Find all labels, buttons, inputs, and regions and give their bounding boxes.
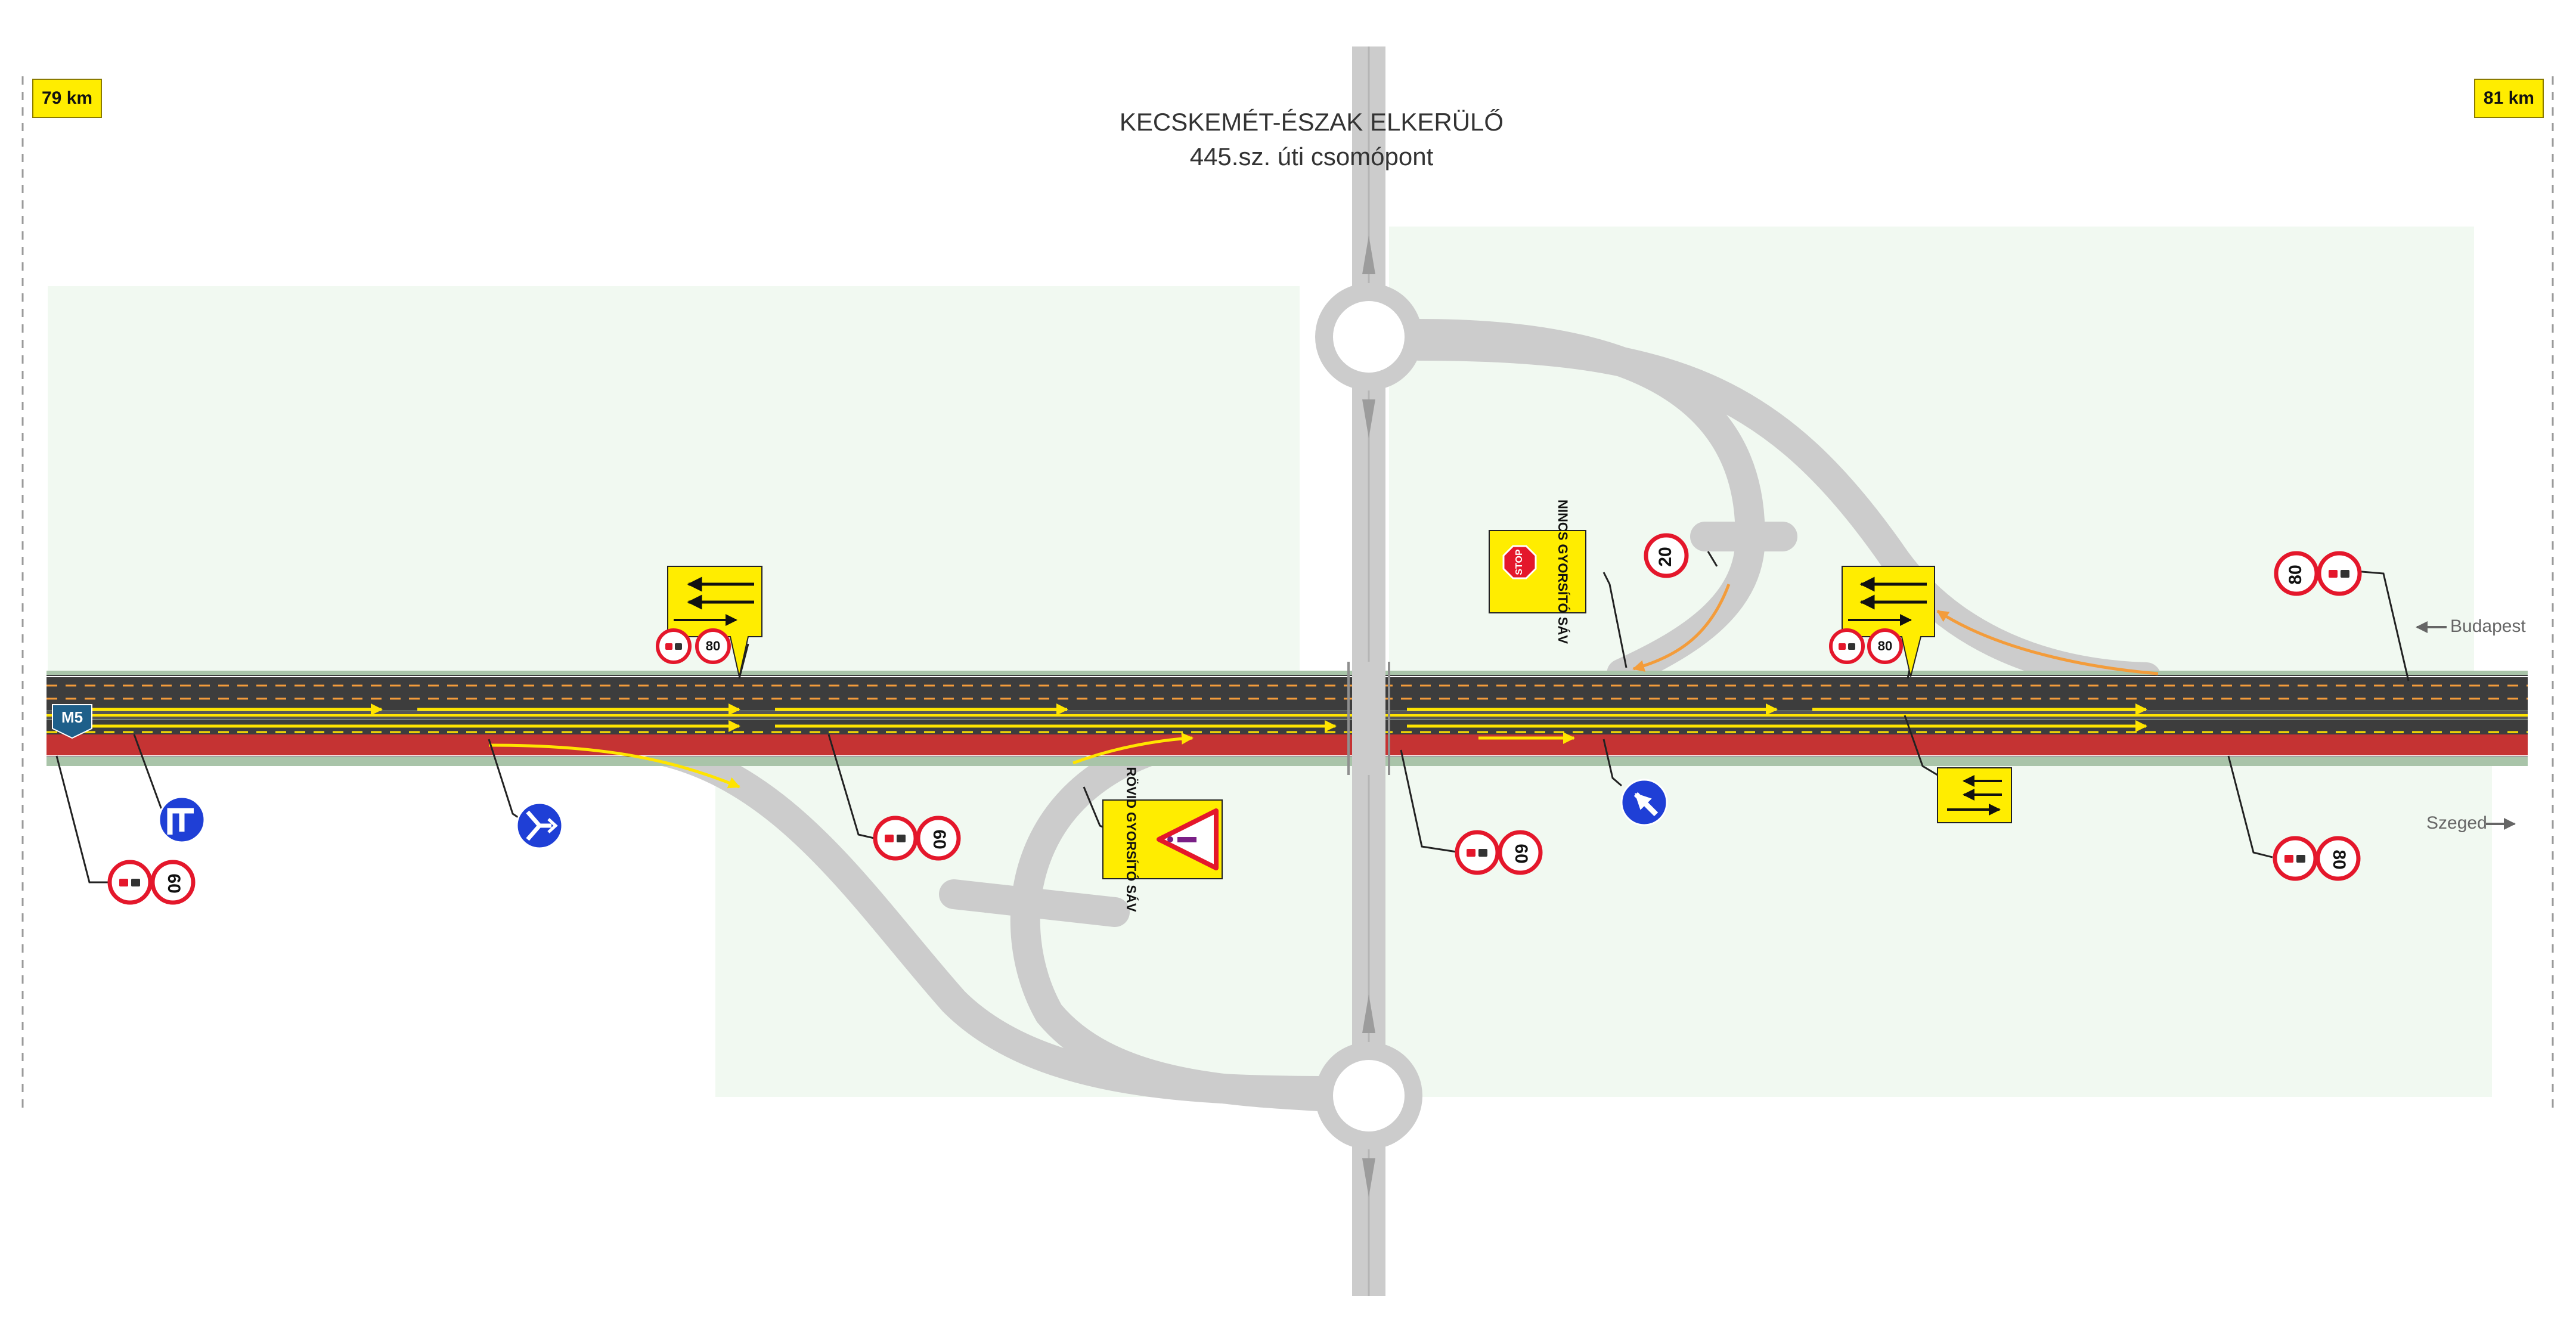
motorway-label: M5 <box>61 708 83 726</box>
speed-limit-value: 60 <box>1511 844 1531 863</box>
speed-limit-sign: 80 <box>2274 551 2319 596</box>
no-accel-lane-label: NINCS GYORSÍTÓ SÁV <box>1555 500 1570 644</box>
roundabout-north <box>1315 235 1422 438</box>
short-accel-lane-label: RÖVID GYORSÍTÓ SÁV <box>1124 767 1139 912</box>
direction-label-budapest: Budapest <box>2450 616 2526 636</box>
no-overtaking-sign <box>1455 830 1500 875</box>
no-overtaking-sign <box>2317 551 2362 596</box>
speed-limit-value: 60 <box>929 829 949 849</box>
no-overtaking-sign <box>107 860 153 905</box>
short-accel-lane-board: RÖVID GYORSÍTÓ SÁV <box>1102 767 1223 912</box>
m5-shield: M5 <box>52 704 92 739</box>
pass-either-side-sign <box>516 802 563 850</box>
lane-board-east <box>1842 566 1935 677</box>
speed-limit-sign: 60 <box>150 860 196 905</box>
bridge <box>1347 662 1390 775</box>
speed-limit-sign: 60 <box>916 816 961 861</box>
no-overtaking-sign <box>1829 628 1865 664</box>
sign-pointers <box>55 551 2410 883</box>
diagram-title: KECSKEMÉT-ÉSZAK ELKERÜLŐ 445.sz. úti cso… <box>847 105 1777 174</box>
speed-limit-sign: 60 <box>1498 830 1543 875</box>
speed-limit-value: 60 <box>164 873 184 893</box>
stop-label: STOP <box>1514 549 1524 575</box>
speed-limit-sign: 80 <box>1867 628 1903 664</box>
no-accel-lane-board: STOP NINCS GYORSÍTÓ SÁV <box>1489 500 1586 644</box>
km-marker-right: 81 km <box>2473 79 2544 118</box>
speed-limit-value: 80 <box>2329 850 2349 869</box>
lane-board-south <box>1937 767 2012 823</box>
speed-limit-value: 80 <box>706 638 720 653</box>
title-line-2: 445.sz. úti csomópont <box>1189 142 1434 170</box>
closed-lane <box>47 734 2528 756</box>
no-overtaking-sign <box>656 628 692 664</box>
ramp-south-loop <box>611 724 1344 1112</box>
speed-limit-value: 20 <box>1656 547 1675 566</box>
traffic-arrows <box>83 584 2159 789</box>
title-line-1: KECSKEMÉT-ÉSZAK ELKERÜLŐ <box>1119 108 1504 136</box>
keep-direction-sign-1 <box>158 796 206 844</box>
speed-limit-sign: 20 <box>1644 533 1689 578</box>
motorway-m5 <box>47 671 2528 766</box>
km-marker-left: 79 km <box>32 79 103 118</box>
speed-limit-sign: 80 <box>695 628 731 664</box>
direction-label-szeged: Szeged <box>2426 813 2487 833</box>
speed-limit-value: 80 <box>2286 565 2305 584</box>
ramp-north-loop <box>1404 319 2161 692</box>
no-overtaking-sign <box>2273 836 2318 881</box>
roundabout-south <box>1315 994 1422 1197</box>
stop-sign <box>1502 545 1537 579</box>
no-overtaking-sign <box>873 816 918 861</box>
keep-left-sign <box>1620 779 1668 826</box>
speed-limit-sign: 80 <box>2315 836 2361 881</box>
background-area <box>48 227 2492 1097</box>
speed-limit-value: 80 <box>1878 638 1892 653</box>
